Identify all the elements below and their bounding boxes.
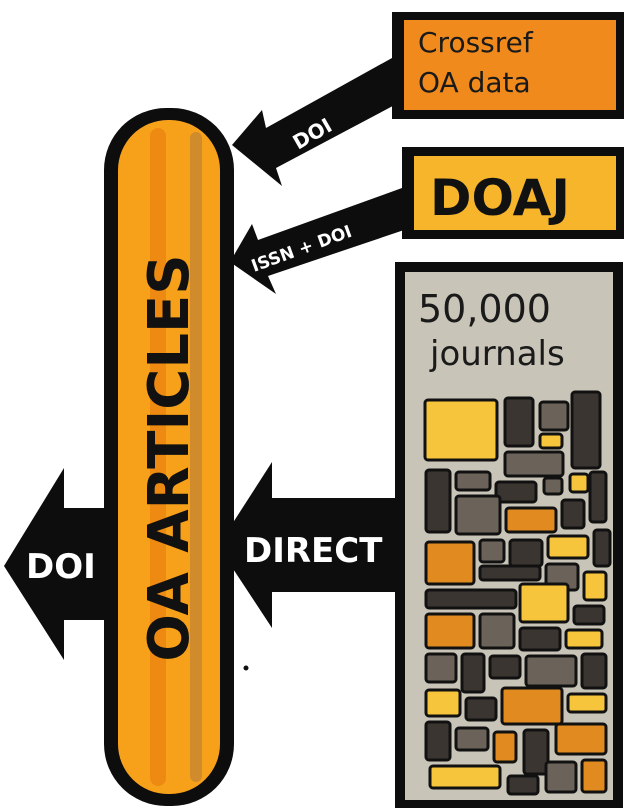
journal-tile (426, 470, 450, 532)
journal-tile (426, 542, 474, 584)
journal-tile (496, 482, 536, 502)
journal-tile (562, 500, 584, 528)
journal-tile (524, 730, 548, 774)
journal-tile (582, 654, 606, 688)
journal-tile (590, 472, 606, 522)
journal-tile (568, 694, 606, 712)
journal-tile (426, 614, 474, 648)
journal-tile (572, 392, 600, 468)
journal-tile (426, 654, 456, 682)
journal-tile (480, 614, 514, 648)
direct-arrow-label: DIRECT (244, 531, 383, 571)
journal-tile (526, 656, 576, 686)
journal-tile (456, 472, 490, 490)
journal-tile (540, 434, 562, 448)
direct-arrow: DIRECT (218, 462, 398, 628)
journal-tile (456, 728, 488, 750)
journal-tile (480, 566, 540, 580)
output-arrow-label: DOI (26, 547, 96, 587)
journal-tile (490, 656, 520, 678)
journal-tile (505, 398, 533, 446)
journal-tile (570, 474, 588, 492)
journal-tile (520, 584, 568, 622)
crossref-label-line2: OA data (418, 66, 531, 99)
journal-tile (462, 654, 484, 692)
journal-tile (520, 628, 560, 650)
doaj-label: DOAJ (430, 169, 570, 227)
journal-tile (548, 536, 588, 558)
journal-tile (540, 402, 568, 430)
journal-tile (508, 776, 538, 794)
journal-tile (582, 760, 606, 792)
journal-tile (426, 590, 516, 608)
journal-tile (505, 452, 563, 476)
stray-dot (244, 666, 249, 671)
journal-tile (425, 400, 497, 460)
journal-tile (546, 762, 576, 792)
journal-tile (556, 724, 606, 754)
journal-tile (574, 606, 604, 624)
journal-tile (466, 698, 496, 720)
journals-count: 50,000 (418, 287, 551, 331)
hub-label: OA ARTICLES (137, 254, 202, 661)
journal-tile (502, 688, 562, 724)
journal-tile (494, 732, 516, 762)
journal-tile (480, 540, 504, 562)
crossref-source-box: Crossref OA data (392, 12, 624, 119)
crossref-doi-arrow: DOI (232, 58, 404, 186)
journal-tile (426, 722, 450, 760)
oa-articles-hub: OA ARTICLES (104, 108, 234, 806)
journal-tile (426, 690, 460, 716)
journals-panel: 50,000 journals (395, 262, 623, 808)
doaj-source-box: DOAJ (402, 147, 624, 239)
crossref-label-line1: Crossref (418, 26, 534, 59)
journals-unit: journals (429, 334, 565, 374)
journal-tile (594, 530, 610, 566)
journal-tile (544, 478, 562, 494)
journal-tile (584, 572, 606, 600)
journal-tile (456, 496, 500, 534)
journal-tile (430, 766, 500, 788)
journal-tile (506, 508, 556, 532)
doaj-issn-doi-arrow: ISSN + DOI (230, 188, 410, 294)
journal-tile (566, 630, 602, 648)
journal-tile (510, 540, 542, 566)
